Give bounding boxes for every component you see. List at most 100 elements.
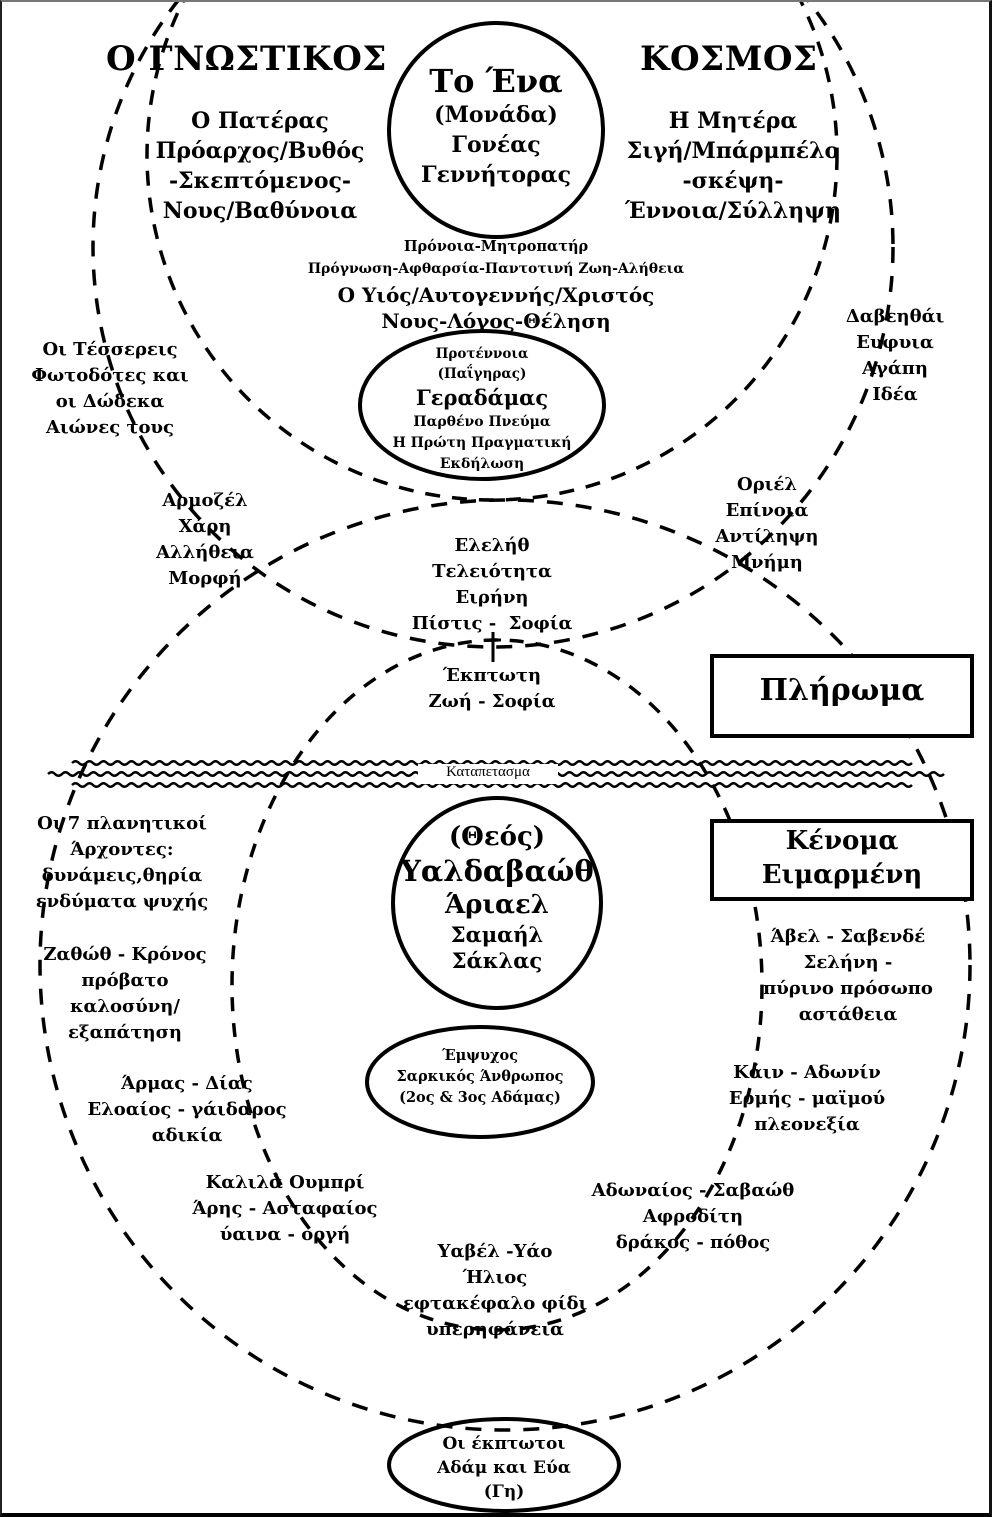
eleleth-line: Ελελήθ bbox=[454, 535, 530, 556]
father-line: Ο Πατέρας bbox=[191, 108, 329, 134]
yaldabaoth-line: (Θεός) bbox=[448, 822, 546, 852]
yaldabaoth-line: Σαμαήλ bbox=[450, 922, 544, 947]
mother-line: Έννοια/Σύλληψη bbox=[624, 198, 841, 224]
yaldabaoth-label: (Θεός) Υαλδαβαώθ Άριαελ Σαμαήλ Σάκλας bbox=[392, 820, 602, 974]
adonaios-label: Αδωναίος - Σαβαώθ Αφροδίτη δράκος - πόθο… bbox=[568, 1178, 818, 1256]
father-line: Πρόαρχος/Βυθός bbox=[155, 138, 365, 164]
yaldabaoth-line: Σάκλας bbox=[451, 948, 543, 973]
psychic-man-line: (2ος & 3ος Αδάμας) bbox=[399, 1089, 561, 1106]
pleroma-box-frame bbox=[710, 654, 974, 738]
abel-line: Σελήνη - bbox=[803, 952, 893, 973]
yabel-line: Υαβέλ -Υάο bbox=[437, 1241, 553, 1262]
abel-line: Άβελ - Σαβενδέ bbox=[770, 926, 926, 947]
archons-intro-line: ενδύματα ψυχής bbox=[35, 891, 209, 912]
yabel-line: εφτακέφαλο φίδι bbox=[402, 1293, 588, 1314]
oriel-line: Οριέλ bbox=[737, 474, 797, 495]
the-one-line: Γονέας bbox=[451, 132, 541, 158]
yaldabaoth-line: Άριαελ bbox=[444, 890, 550, 920]
zathoth-line: εξαπάτηση bbox=[67, 1022, 183, 1043]
harmozel-line: Αλλήθεια bbox=[156, 542, 254, 563]
the-one-circle bbox=[387, 21, 605, 239]
kalila-line: Άρης - Ασταφαίος bbox=[192, 1198, 378, 1219]
yaldabaoth-title: Υαλδαβαώθ bbox=[400, 854, 594, 888]
adam-eve-line: Αδάμ και Εύα bbox=[437, 1458, 571, 1478]
adonaios-line: δράκος - πόθος bbox=[615, 1232, 771, 1253]
daveithai-line: Ιδέα bbox=[872, 384, 918, 405]
yabel-label: Υαβέλ -Υάο Ήλιος εφτακέφαλο φίδι υπερηφά… bbox=[370, 1239, 620, 1343]
cain-line: πλεονεξία bbox=[754, 1114, 860, 1135]
zathoth-line: πρόβατο bbox=[81, 970, 169, 991]
harmozel-line: Χάρη bbox=[178, 516, 232, 537]
psychic-man-line: Σαρκικός Άνθρωπος bbox=[396, 1068, 564, 1085]
title-right: ΚΟΣΜΟΣ bbox=[640, 39, 818, 79]
psychic-man-label: Έμψυχος Σαρκικός Άνθρωπος (2ος & 3ος Αδά… bbox=[368, 1045, 592, 1108]
zathoth-label: Ζαθώθ - Κρόνος πρόβατο καλοσύνη/ εξαπάτη… bbox=[20, 942, 230, 1046]
the-one-line: (Μονάδα) bbox=[434, 102, 558, 128]
father-line: -Σκεπτόμενος- bbox=[168, 168, 352, 194]
eleleth-line: Ειρήνη bbox=[455, 587, 529, 608]
luminaries-line: Φωτοδότες και bbox=[31, 365, 189, 386]
harmozel-line: Αρμοζέλ bbox=[162, 490, 248, 511]
the-one-label: Το Ένα (Μονάδα) Γονέας Γεννήτορας bbox=[396, 62, 596, 190]
daveithai-label: Δαβεηθάι Ευφυια Αγάπη Ιδέα bbox=[820, 304, 970, 408]
yabel-line: Ήλιος bbox=[462, 1267, 528, 1288]
cain-label: Κάιν - Αδωνίν Ερμής - μαϊμού πλεονεξία bbox=[702, 1060, 912, 1138]
archons-intro-line: δυνάμεις,θηρία bbox=[41, 865, 203, 886]
kalila-line: Καλιλά Ουμπρί bbox=[205, 1172, 365, 1193]
father-label: Ο Πατέρας Πρόαρχος/Βυθός -Σκεπτόμενος- Ν… bbox=[135, 106, 385, 226]
abel-line: αστάθεια bbox=[798, 1004, 898, 1025]
the-one-line: Γεννήτορας bbox=[421, 162, 571, 188]
zathoth-line: Ζαθώθ - Κρόνος bbox=[43, 944, 207, 965]
son-label: Ο Υιός/Αυτογεννής/Χριστός Νους-Λόγος-Θέλ… bbox=[246, 282, 746, 334]
oriel-line: Αντίληψη bbox=[715, 526, 819, 547]
eleleth-line: Τελειότητα bbox=[432, 561, 552, 582]
abel-label: Άβελ - Σαβενδέ Σελήνη - πύρινο πρόσωπο α… bbox=[738, 924, 958, 1028]
geradamas-line: Η Πρώτη Πραγματική bbox=[392, 435, 572, 451]
zathoth-line: καλοσύνη/ bbox=[70, 996, 180, 1017]
the-one-title: Το Ένα bbox=[429, 62, 563, 100]
geradamas-line: (Παΐγηρας) bbox=[437, 366, 527, 382]
adam-eve-ellipse bbox=[387, 1417, 621, 1513]
mother-line: -σκέψη- bbox=[682, 168, 784, 194]
kalila-line: ύαινα - οργή bbox=[219, 1224, 351, 1245]
oriel-label: Οριέλ Επίνοια Αντίληψη Μνήμη bbox=[692, 472, 842, 576]
oriel-line: Μνήμη bbox=[731, 552, 803, 573]
luminaries-line: Αιώνες τους bbox=[45, 417, 175, 438]
pronoia-label: Πρόνοια-Μητροπατήρ Πρόγνωση-Αφθαρσία-Παν… bbox=[256, 236, 736, 280]
harmas-line: αδικία bbox=[151, 1125, 223, 1146]
fallen-sophia-line: Ζωή - Σοφία bbox=[428, 691, 556, 712]
geradamas-line: Παρθένο Πνεύμα bbox=[413, 414, 551, 430]
geradamas-line: Προτέννοια bbox=[435, 346, 529, 362]
archons-intro-label: Οι 7 πλανητικοί Άρχοντες: δυνάμεις,θηρία… bbox=[12, 811, 232, 915]
harmozel-line: Μορφή bbox=[168, 568, 242, 589]
yabel-line: υπερηφάνεια bbox=[426, 1319, 564, 1340]
veil-wave-bottom bbox=[71, 782, 913, 788]
title-left: Ο ΓΝΩΣΤΙΚΟΣ bbox=[106, 39, 387, 79]
mother-line: Σιγή/Μπάρμπέλο bbox=[626, 138, 840, 164]
veil-label-backing bbox=[418, 764, 558, 784]
adam-eve-label: Οι έκπτωτοι Αδάμ και Εύα (Γη) bbox=[404, 1432, 604, 1504]
fallen-sophia-label: Έκπτωτη Ζωή - Σοφία bbox=[392, 663, 592, 715]
oriel-line: Επίνοια bbox=[725, 500, 809, 521]
psychic-man-ellipse bbox=[365, 1025, 595, 1139]
kenoma-box-label: Κένομα Ειμαρμένη bbox=[714, 824, 970, 892]
veil-wave-top bbox=[71, 760, 913, 766]
son-line: Ο Υιός/Αυτογεννής/Χριστός bbox=[337, 283, 655, 307]
fallen-sophia-line: Έκπτωτη bbox=[442, 665, 542, 686]
eleleth-label: Ελελήθ Τελειότητα Ειρήνη Πίστις - Σοφία bbox=[392, 533, 592, 637]
cain-line: Ερμής - μαϊμού bbox=[728, 1088, 886, 1109]
yaldabaoth-circle bbox=[391, 796, 603, 1010]
geradamas-title: Γεραδάμας bbox=[415, 385, 549, 410]
father-line: Νους/Βαθύνοια bbox=[162, 198, 358, 224]
luminaries-label: Οι Τέσσερεις Φωτοδότες και οι Δώδεκα Αιώ… bbox=[10, 337, 210, 441]
archons-intro-line: Άρχοντες: bbox=[70, 839, 174, 860]
son-line: Νους-Λόγος-Θέληση bbox=[381, 309, 611, 333]
pleroma-box-label: Πλήρωμα bbox=[759, 673, 925, 708]
eleleth-line: Πίστις - Σοφία bbox=[411, 613, 573, 634]
daveithai-line: Αγάπη bbox=[862, 358, 928, 379]
pronoia-line: Πρόγνωση-Αφθαρσία-Παντοτινή Ζωη-Αλήθεια bbox=[307, 261, 685, 277]
archons-intro-line: Οι 7 πλανητικοί bbox=[37, 813, 207, 834]
harmas-line: Άρμας - Δίας bbox=[121, 1073, 253, 1094]
veil-label: Καταπετασμα bbox=[446, 764, 530, 780]
